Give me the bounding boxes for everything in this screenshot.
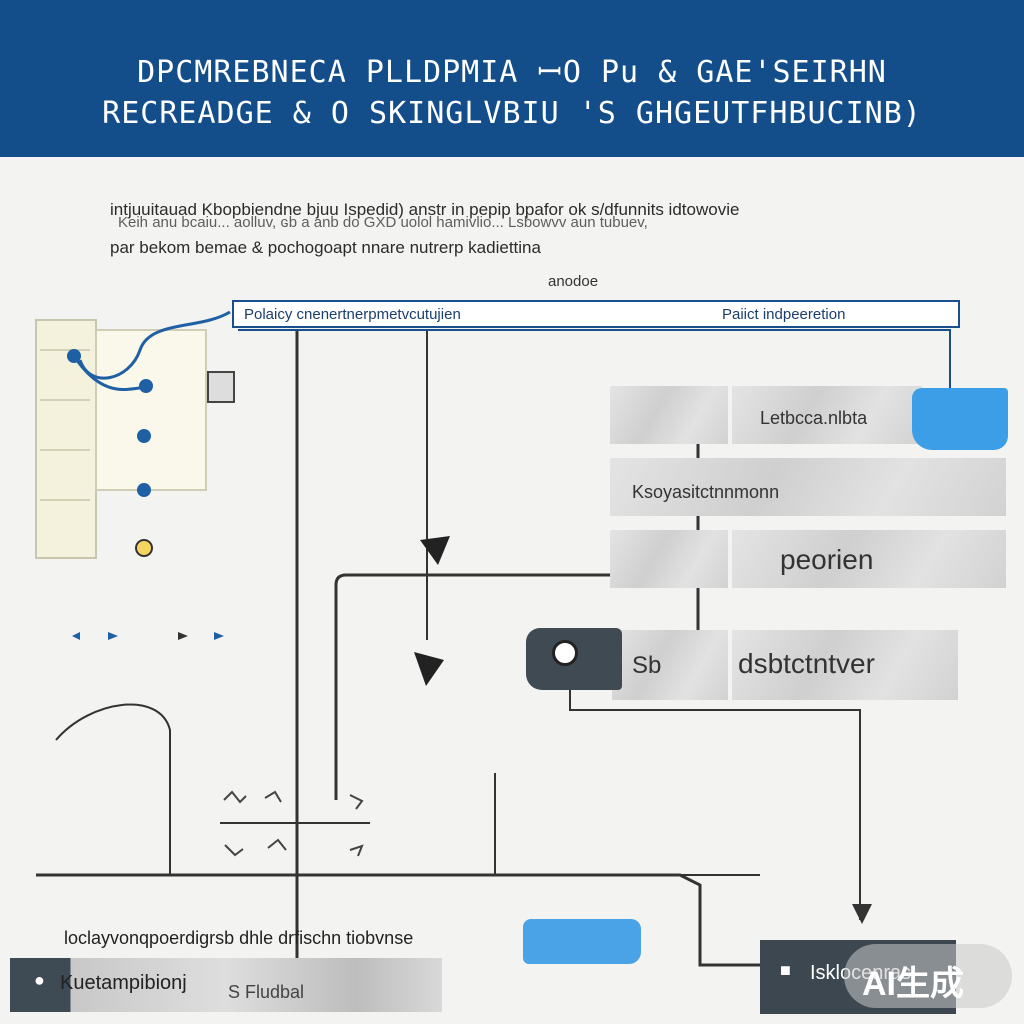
box-label-2: Ksoyasitctnnmonn bbox=[632, 482, 780, 502]
gray-box-4a bbox=[612, 630, 728, 700]
diagram-caption: anodoe bbox=[548, 273, 599, 290]
gray-box-1b bbox=[732, 386, 922, 444]
device-icon: ■ bbox=[780, 960, 791, 980]
gray-box-1a bbox=[610, 386, 728, 444]
box-label-4: dsbtctntver bbox=[738, 648, 875, 679]
box-label-3: peorien bbox=[780, 544, 874, 575]
banner-title-line-2: RECREADGE & O SKINGLVBIU 'S GHGEUTFHBUCI… bbox=[102, 96, 922, 131]
header-banner: DPCMREBNECA PLLDPMIA ꟷO Pu & GAE'SEIRHN … bbox=[0, 0, 1024, 157]
intro-text-line-2: Keih anu bcaiu... aolluv, ɢb a anb do GX… bbox=[118, 214, 648, 231]
blue-tag bbox=[912, 388, 1008, 450]
arrow-down-icon bbox=[414, 652, 444, 686]
person-icon: ● bbox=[34, 970, 45, 990]
bottom-left-label: Kuetampibionj bbox=[60, 972, 187, 994]
intro-text-line-1: intjuuitauad Kbopbiendne bjuu Ispedid) a… bbox=[110, 200, 740, 219]
top-bar-right-label: Paiict indpeeretion bbox=[722, 306, 846, 323]
gray-box-3b bbox=[732, 530, 1006, 588]
bottom-left-bar bbox=[10, 958, 442, 1012]
box-label-1: Letbcca.nlbta bbox=[760, 408, 868, 428]
gray-box-2 bbox=[610, 458, 1006, 516]
banner-title-line-1: DPCMREBNECA PLLDPMIA ꟷO Pu & GAE'SEIRHN bbox=[137, 55, 887, 90]
box-label-4-left: Sb bbox=[632, 652, 662, 679]
globe-icon bbox=[552, 640, 578, 666]
gray-box-4b bbox=[732, 630, 958, 700]
intro-text-line-3: par bekom bemae & pochogoapt nnare nutre… bbox=[110, 238, 541, 257]
bottom-blue-tag bbox=[523, 919, 641, 964]
watermark-text: AI生成 bbox=[862, 965, 964, 1003]
bottom-left-sublabel: S Fludbal bbox=[228, 982, 305, 1002]
device-sketch bbox=[35, 310, 235, 559]
watermark-badge bbox=[844, 944, 1012, 1008]
arrow-down-icon bbox=[420, 536, 450, 565]
gray-box-3a bbox=[610, 530, 728, 588]
top-header-bar: Polaicy cnenertnerpmetvcutujien Paiict i… bbox=[232, 300, 960, 328]
bottom-caption: loclayvonqpoerdigrsb dhle drfischn tiobv… bbox=[64, 928, 414, 948]
top-bar-left-label: Polaicy cnenertnerpmetvcutujien bbox=[244, 306, 461, 323]
